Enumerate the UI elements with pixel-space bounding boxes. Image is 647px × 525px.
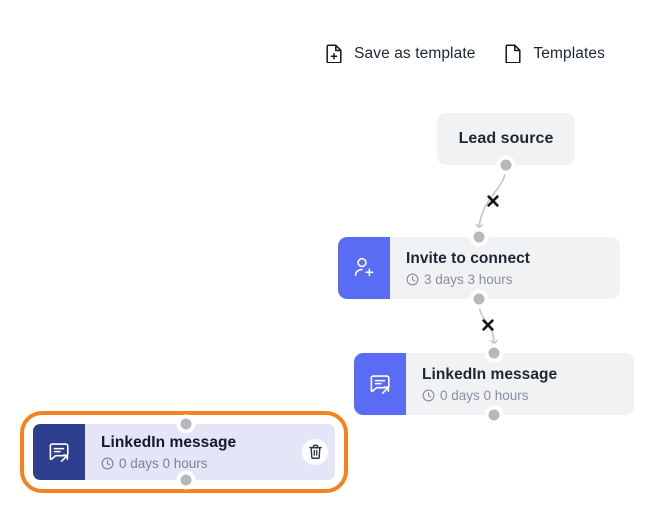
document-plus-icon — [326, 44, 343, 63]
clock-icon — [406, 273, 419, 286]
clock-icon — [422, 389, 435, 402]
node-handle-bottom[interactable] — [176, 470, 196, 490]
node-handle-bottom[interactable] — [469, 289, 489, 309]
save-as-template-label: Save as template — [354, 44, 476, 62]
node-icon-container — [354, 353, 406, 415]
node-linkedin-message-selected[interactable]: LinkedIn message 0 days 0 hours — [20, 411, 348, 493]
delete-node-button[interactable] — [302, 439, 328, 465]
templates-label: Templates — [533, 44, 605, 62]
node-invite-to-connect-title: Invite to connect — [406, 250, 531, 268]
close-x-icon — [482, 319, 494, 331]
node-handle-top[interactable] — [176, 414, 196, 434]
duration-text: 3 days 3 hours — [424, 271, 513, 287]
node-lead-source[interactable]: Lead source — [437, 113, 575, 175]
duration-text: 0 days 0 hours — [119, 455, 208, 471]
user-plus-icon — [351, 255, 377, 281]
duration-text: 0 days 0 hours — [440, 387, 529, 403]
edge-remove-button-2[interactable] — [480, 317, 496, 333]
node-handle-top[interactable] — [469, 227, 489, 247]
node-invite-to-connect-duration: 3 days 3 hours — [406, 272, 620, 287]
node-linkedin-message[interactable]: LinkedIn message 0 days 0 hours — [354, 343, 634, 425]
node-invite-to-connect[interactable]: Invite to connect 3 days 3 hours — [338, 227, 620, 309]
save-as-template-button[interactable]: Save as template — [326, 44, 475, 63]
clock-icon — [101, 457, 114, 470]
close-x-icon — [487, 195, 499, 207]
edge-remove-button-1[interactable] — [485, 193, 501, 209]
document-icon — [505, 44, 522, 63]
node-icon-container — [33, 424, 85, 480]
message-send-icon — [46, 439, 72, 465]
node-handle-top[interactable] — [484, 343, 504, 363]
node-linkedin-message-duration: 0 days 0 hours — [422, 388, 634, 403]
node-handle-bottom[interactable] — [496, 155, 516, 175]
node-lead-source-title: Lead source — [458, 130, 554, 147]
canvas-toolbar: Save as template Templates — [326, 44, 605, 63]
node-linkedin-message-selected-duration: 0 days 0 hours — [101, 456, 335, 471]
node-linkedin-message-selected-title: LinkedIn message — [101, 434, 237, 452]
node-handle-bottom[interactable] — [484, 405, 504, 425]
trash-icon — [308, 444, 323, 460]
node-linkedin-message-title: LinkedIn message — [422, 366, 558, 384]
message-send-icon — [367, 371, 393, 397]
node-icon-container — [338, 237, 390, 299]
templates-button[interactable]: Templates — [505, 44, 605, 63]
